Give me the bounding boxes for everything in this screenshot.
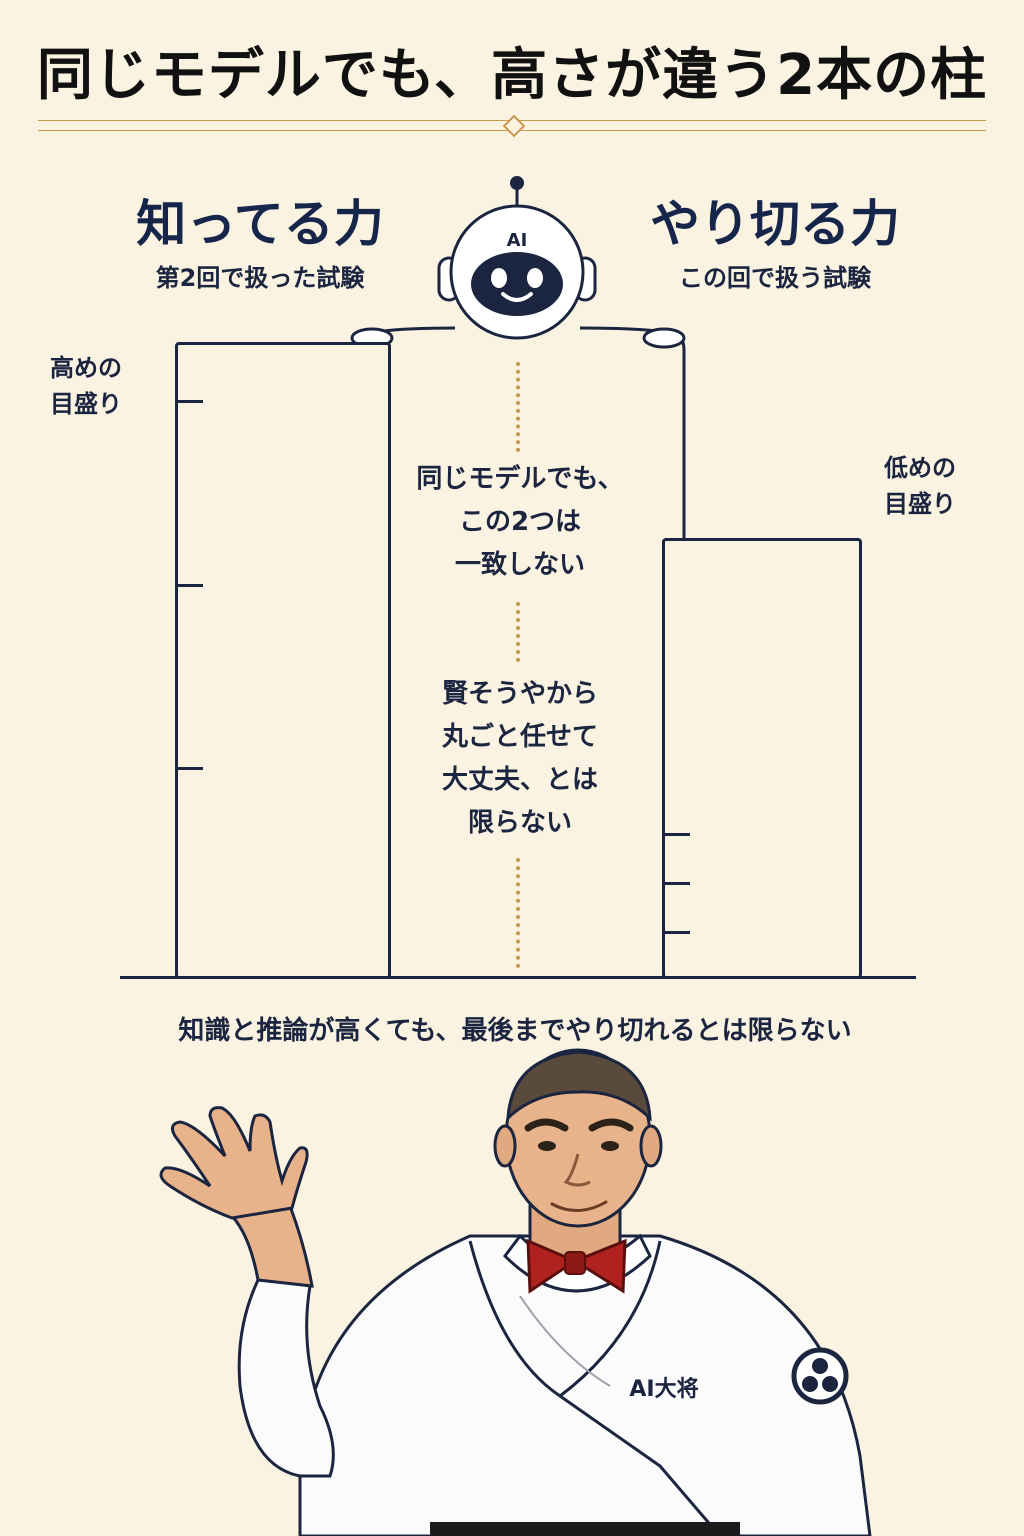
right-pillar-tick xyxy=(662,882,690,885)
center-dotted-line xyxy=(516,602,520,662)
center-note-caution: 賢そうやから 丸ごと任せて 大丈夫、とは 限らない xyxy=(400,673,640,845)
left-pillar-tick xyxy=(175,400,203,403)
center-note-line: この2つは xyxy=(458,507,582,537)
mascot-chest-text: AI大将 xyxy=(629,1376,698,1402)
baseline xyxy=(120,976,916,979)
left-scale-label-line2: 目盛り xyxy=(50,390,122,418)
center-note-line: 賢そうやから xyxy=(441,679,598,709)
robot-badge: AI xyxy=(507,230,528,251)
right-pillar-tick xyxy=(662,931,690,934)
center-dotted-line xyxy=(516,858,520,968)
left-pillar-heading: 知ってる力 xyxy=(136,195,384,253)
right-pillar-tick xyxy=(662,833,690,836)
center-dotted-line xyxy=(516,362,520,452)
page-title: 同じモデルでも、高さが違う2本の柱 xyxy=(36,43,988,108)
right-pillar-subheading: この回で扱う試験 xyxy=(679,264,871,292)
bottom-caption: 知識と推論が高くても、最後までやり切れるとは限らない xyxy=(178,1016,852,1046)
robot-icon: AI xyxy=(437,176,597,340)
center-note-line: 限らない xyxy=(467,808,572,838)
left-pillar-tick xyxy=(175,584,203,587)
right-pillar xyxy=(662,538,862,979)
left-scale-label: 高めの 目盛り xyxy=(50,350,122,422)
right-scale-label-line2: 目盛り xyxy=(884,490,956,518)
mascot-chef-illustration: AI大将 xyxy=(159,1048,872,1536)
left-pillar-tick xyxy=(175,767,203,770)
center-note-line: 同じモデルでも、 xyxy=(416,464,624,494)
left-pillar-subheading: 第2回で扱った試験 xyxy=(155,264,365,292)
right-pillar-heading: やり切る力 xyxy=(650,195,900,253)
center-note-line: 一致しない xyxy=(454,550,585,580)
left-pillar xyxy=(175,342,391,979)
left-scale-label-line1: 高めの xyxy=(50,354,122,382)
center-note-line: 丸ごと任せて xyxy=(441,722,598,752)
right-scale-label: 低めの 目盛り xyxy=(884,450,956,522)
center-note-mismatch: 同じモデルでも、 この2つは 一致しない xyxy=(400,458,640,587)
center-note-line: 大丈夫、とは xyxy=(441,765,598,795)
right-scale-label-line1: 低めの xyxy=(884,454,956,482)
